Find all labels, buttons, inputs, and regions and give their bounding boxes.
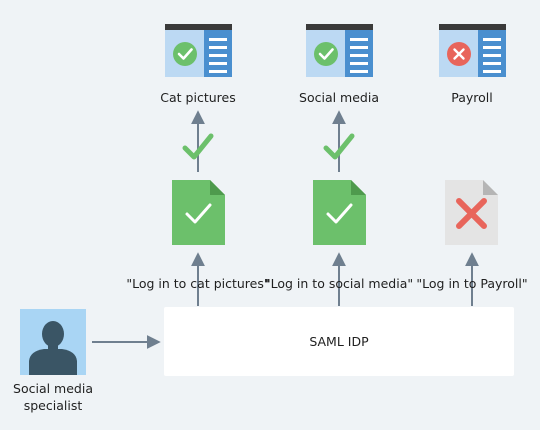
request-label-payroll: "Log in to Payroll"	[416, 276, 528, 291]
checkmark-icon	[182, 133, 214, 160]
user-label: Social media specialist	[13, 381, 93, 413]
document-icon-approved	[172, 180, 225, 245]
app-label-payroll: Payroll	[451, 90, 493, 105]
app-window-icon-payroll	[439, 24, 506, 77]
document-icon-approved	[313, 180, 366, 245]
document-icon-denied	[445, 180, 498, 245]
app-label-social-media: Social media	[299, 90, 379, 105]
request-label-cat-pictures: "Log in to cat pictures"	[126, 276, 270, 291]
saml-idp-box: SAML IDP	[164, 307, 514, 376]
app-window-icon-social-media	[306, 24, 373, 77]
checkmark-icon	[323, 133, 355, 160]
request-label-social-media: "Log in to social media"	[264, 276, 414, 291]
check-circle-icon	[314, 42, 338, 66]
check-circle-icon	[173, 42, 197, 66]
saml-idp-label: SAML IDP	[309, 334, 369, 349]
user-avatar-icon	[20, 309, 86, 375]
app-label-cat-pictures: Cat pictures	[160, 90, 236, 105]
app-window-icon-cat-pictures	[165, 24, 232, 77]
